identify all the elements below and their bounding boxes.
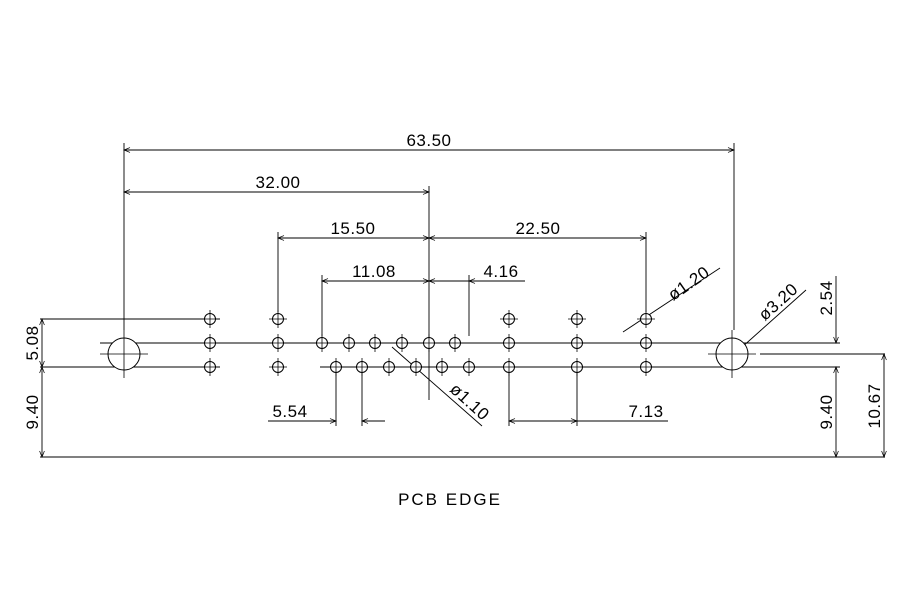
pin-hole [340, 334, 358, 352]
pin-hole [313, 334, 331, 352]
pin-hole [500, 334, 518, 352]
dim-hole-mount-diameter: ø3.20 [755, 279, 802, 324]
dim-inner-left: 11.08 [352, 262, 396, 281]
pin-hole [420, 334, 438, 352]
pin-hole [269, 310, 287, 328]
pin-hole [433, 358, 451, 376]
pcb-edge-caption: PCB EDGE [398, 490, 502, 509]
pin-hole [201, 358, 219, 376]
dim-right-top-offset: 2.54 [817, 280, 836, 315]
dim-pitch-bottom-right: 7.13 [628, 402, 663, 421]
pin-hole [366, 334, 384, 352]
pin-hole [637, 358, 655, 376]
pin-hole [269, 358, 287, 376]
pin-hole [393, 334, 411, 352]
pin-hole [568, 334, 586, 352]
pin-hole [446, 334, 464, 352]
pin-hole [407, 358, 425, 376]
dim-overall-width: 63.50 [406, 131, 451, 150]
dim-hole-large-diameter: ø1.20 [665, 263, 714, 305]
pin-hole [637, 310, 655, 328]
dim-left-span: 15.50 [330, 219, 375, 238]
pin-hole [637, 334, 655, 352]
dim-right-total-height: 10.67 [865, 383, 884, 428]
extension-lines [123, 143, 735, 426]
dim-pitch-bottom-left: 5.54 [272, 402, 307, 421]
pin-hole [201, 334, 219, 352]
pin-holes [201, 310, 655, 376]
pin-hole [500, 310, 518, 328]
pin-hole [568, 310, 586, 328]
dim-hole-pin-diameter: ø1.10 [446, 379, 493, 424]
pin-hole [380, 358, 398, 376]
pin-hole [500, 358, 518, 376]
pin-hole [269, 334, 287, 352]
mounting-holes [100, 330, 756, 378]
dim-right-span: 22.50 [515, 219, 560, 238]
dim-inner-right: 4.16 [483, 262, 518, 281]
dim-center-to-mount: 32.00 [255, 173, 300, 192]
pin-hole [327, 358, 345, 376]
dim-left-height: 9.40 [23, 394, 42, 429]
pin-hole [201, 310, 219, 328]
dimension-lines [39, 147, 887, 458]
pin-hole [353, 358, 371, 376]
dim-row-spacing-left: 5.08 [23, 325, 42, 360]
pin-hole [460, 358, 478, 376]
dim-right-height: 9.40 [817, 394, 836, 429]
pin-hole [568, 358, 586, 376]
